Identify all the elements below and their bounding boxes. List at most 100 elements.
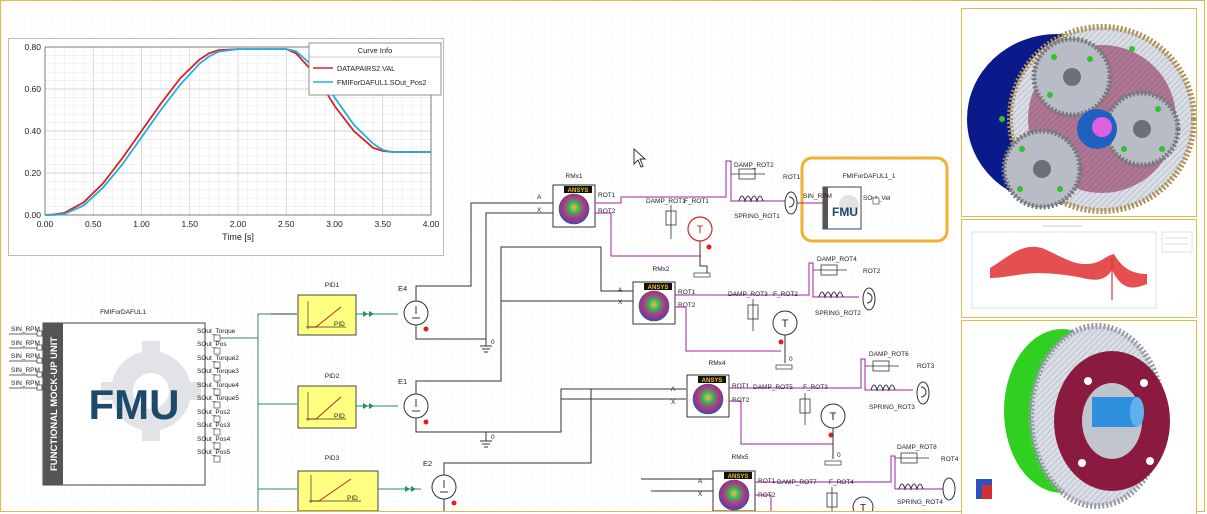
- source-label: E2: [423, 459, 432, 468]
- damper-label: DAMP_ROT4: [817, 256, 857, 263]
- ansys-logo: ANSYS: [648, 285, 669, 291]
- port-label: ROT1: [598, 192, 616, 199]
- spring-label: SPRING_ROT3: [869, 404, 915, 411]
- fmu-output-label: SOut_Pos4: [197, 436, 231, 443]
- fmu-output-label: SOut_Torque3: [197, 368, 239, 375]
- x-tick-label: 3.00: [326, 219, 343, 229]
- rmx-block-4[interactable]: RMx4 ANSYS A X ROT1 ROT2: [671, 360, 750, 418]
- ansys-logo: ANSYS: [728, 474, 749, 480]
- fmu-output-label: SOut_Pos2: [197, 409, 231, 416]
- damper-label: DAMP_ROT8: [897, 444, 937, 451]
- rmx-title: RMx2: [653, 266, 670, 273]
- torque-sensor-label: T: [697, 224, 704, 236]
- fmu-input-label: SIN_RPM: [11, 367, 40, 374]
- pid-block-2[interactable]: PID2 PID: [297, 373, 357, 429]
- fmu-output-label: SOut_Torque4: [197, 382, 239, 389]
- x-tick-label: 3.50: [374, 219, 391, 229]
- port-label: A: [671, 386, 676, 393]
- x-tick-label: 0.00: [37, 219, 54, 229]
- x-tick-label: 2.00: [230, 219, 247, 229]
- plot-area: [44, 46, 432, 216]
- pid-block-1[interactable]: PID1 PID: [297, 282, 357, 336]
- fmu-output-label: SOut_Pos3: [197, 422, 231, 429]
- fmu-block-small[interactable]: FMIForDAFUL1_1 FMU SIN_RPM SOut_Vel: [800, 156, 949, 243]
- ground-label: 0: [789, 356, 793, 363]
- damper-label: DAMP_ROT7: [777, 479, 817, 486]
- rot-label: ROT4: [941, 456, 959, 463]
- rot-label: ROT3: [917, 363, 935, 370]
- force-label: F_ROT1: [684, 198, 709, 205]
- y-tick-label: 0.40: [24, 126, 41, 136]
- rot-label: ROT2: [863, 268, 881, 275]
- pid-title: PID1: [325, 282, 340, 289]
- mech-chain-4[interactable]: DAMP_ROT7 F_ROT4 T DAMP_ROT8 SPRING_ROT4…: [755, 444, 959, 511]
- port-label: ROT2: [678, 302, 696, 309]
- legend-box: [308, 42, 442, 96]
- schematic-canvas[interactable]: FMIForDAFUL1 FUNCTIONAL MOCK-UP UNIT FMU…: [1, 1, 959, 511]
- damper-label: DAMP_ROT1: [646, 198, 686, 205]
- contour-plot-view[interactable]: [961, 219, 1197, 318]
- x-axis-label: Time [s]: [222, 232, 254, 242]
- port-label: ROT1: [732, 383, 750, 390]
- legend-title: Curve Info: [358, 46, 393, 55]
- gear-3d-view-top[interactable]: [961, 8, 1197, 217]
- mech-chain-3[interactable]: DAMP_ROT5 F_ROT3 T DAMP_ROT6 SPRING_ROT3…: [729, 351, 935, 466]
- rmx-title: RMx1: [566, 173, 583, 180]
- mech-chain-1[interactable]: DAMP_ROT1 F_ROT1 T DAMP_ROT2 SPRING_ROT1…: [595, 160, 801, 278]
- y-tick-label: 0.60: [24, 84, 41, 94]
- ansys-logo: ANSYS: [702, 378, 723, 384]
- pid-title: PID2: [325, 373, 340, 380]
- ground-label: 0: [491, 339, 495, 346]
- rmx-block-1[interactable]: RMx1 ANSYS A X ROT1 ROT2: [537, 173, 616, 228]
- y-tick-label: 0.20: [24, 168, 41, 178]
- gear-3d-view-bottom[interactable]: [961, 320, 1197, 514]
- rmx-block-2[interactable]: RMx2 ANSYS A X ROT1 ROT2: [618, 266, 696, 325]
- torque-sensor-label: T: [830, 411, 837, 423]
- signal-wires: [220, 313, 297, 511]
- fmu-logo-text: FMU: [89, 381, 180, 428]
- arrow-pointer-icon: [633, 147, 647, 168]
- ground-symbols: 0 0: [480, 339, 495, 448]
- ansys-logo: ANSYS: [568, 188, 589, 194]
- torque-sensor-label: T: [782, 318, 789, 330]
- ground-label: 0: [837, 452, 841, 459]
- fmu-block-main[interactable]: FMIForDAFUL1 FUNCTIONAL MOCK-UP UNIT FMU…: [9, 309, 239, 486]
- fmu-output-ports: SOut_Torque SOut_Pos SOut_Torque2 SOut_T…: [197, 328, 239, 463]
- fmu-small-title: FMIForDAFUL1_1: [842, 173, 895, 180]
- mech-chain-2[interactable]: DAMP_ROT3 F_ROT2 T DAMP_ROT4 SPRING_ROT2…: [675, 256, 881, 370]
- fmu-input-label: SIN_RPM: [11, 380, 40, 387]
- pid-label: PID: [334, 413, 345, 420]
- fmu-block-title: FMIForDAFUL1: [100, 309, 146, 316]
- port-label: ROT1: [678, 289, 696, 296]
- legend-entry: DATAPAIRS2.VAL: [337, 64, 395, 73]
- chart-legend: Curve InfoDATAPAIRS2.VALFMIForDAFUL1.SOu…: [308, 42, 442, 96]
- rmx-block-5[interactable]: RMx5 ANSYS A X ROT1 ROT2: [698, 454, 776, 511]
- torque-sensor-label: T: [860, 503, 866, 511]
- port-label: A: [698, 478, 703, 485]
- spring-label: SPRING_ROT1: [734, 213, 780, 220]
- port-label: X: [698, 491, 703, 498]
- gear-icon: [101, 341, 201, 441]
- pid-output-wires: [356, 311, 421, 492]
- source-label: E4: [398, 284, 407, 293]
- source-wires: [415, 202, 713, 511]
- rot-label: ROT1: [783, 174, 801, 181]
- port-label: A: [537, 194, 542, 201]
- pid-label: PID: [347, 495, 358, 502]
- fmu-input-label: SIN_RPM: [11, 353, 40, 360]
- pid-title: PID3: [325, 455, 340, 462]
- port-label: ROT2: [598, 208, 616, 215]
- damper-label: DAMP_ROT6: [869, 351, 909, 358]
- pid-label: PID: [334, 321, 345, 328]
- fmu-output-label: SOut_Torque5: [197, 395, 239, 402]
- rmx-title: RMx4: [709, 360, 726, 367]
- fmu-output-label: SOut_Pos5: [197, 449, 231, 456]
- port-label: X: [618, 299, 623, 306]
- fmu-small-port-in: SIN_RPM: [803, 193, 832, 200]
- fmu-small-logo: FMU: [832, 205, 858, 219]
- pid-block-3[interactable]: PID3 PID: [297, 455, 379, 511]
